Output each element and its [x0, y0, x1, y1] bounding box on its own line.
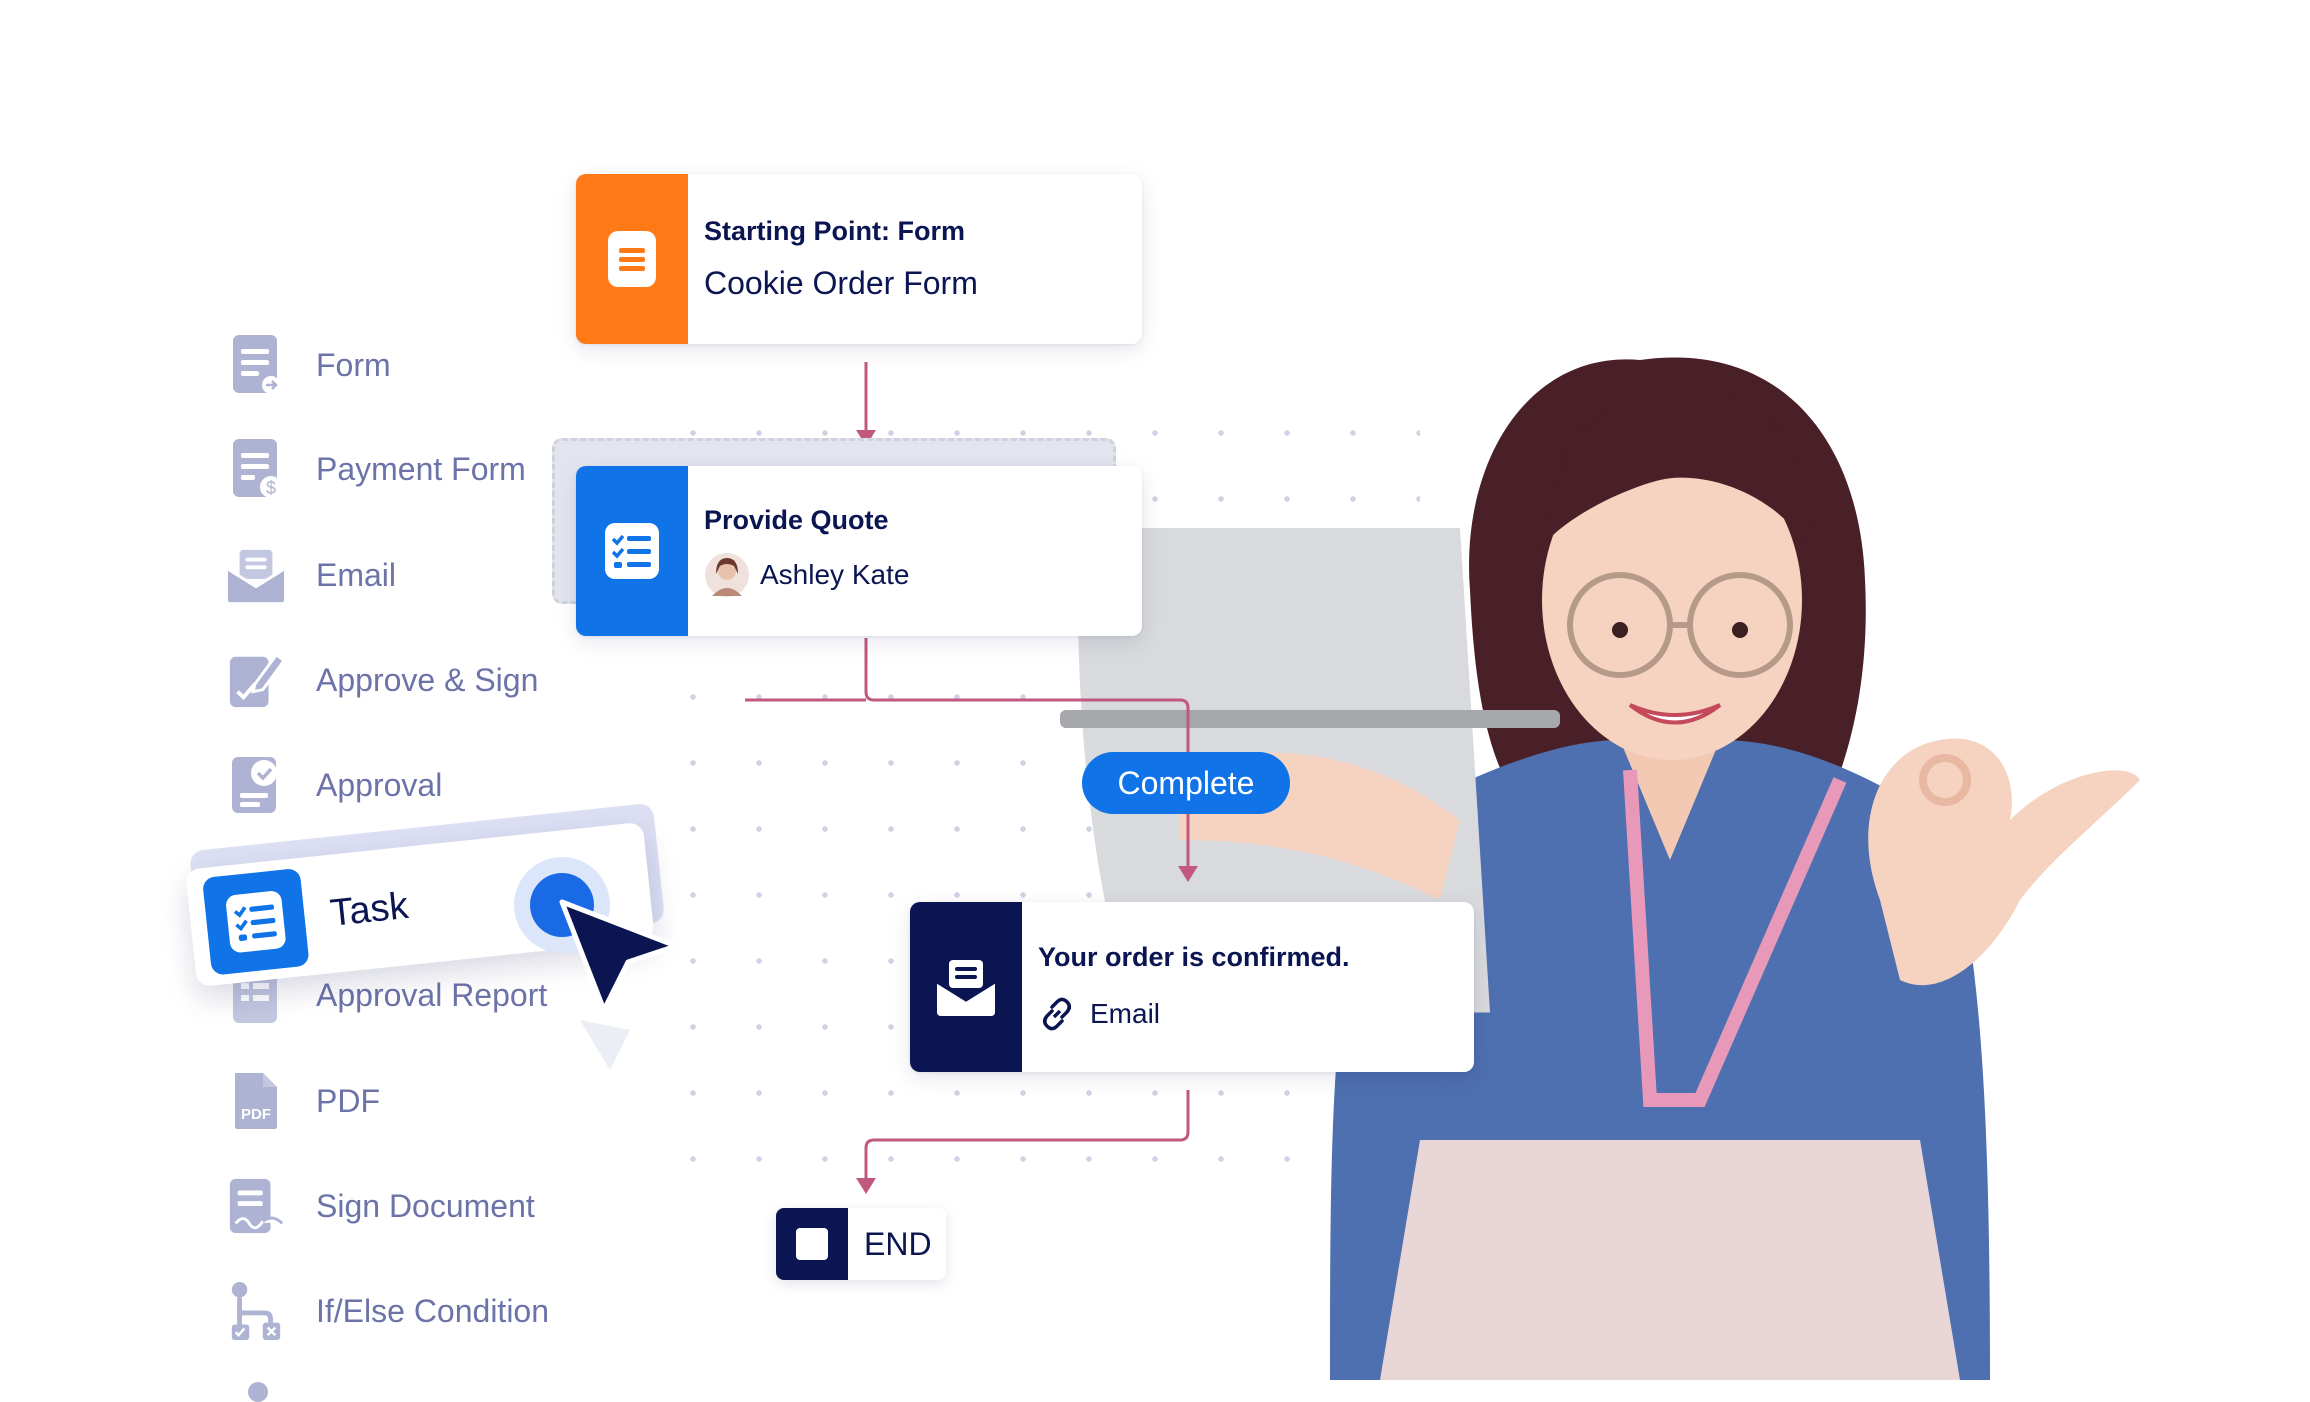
- assignee-name: Ashley Kate: [760, 558, 910, 590]
- sidebar-item-approval[interactable]: Approval: [226, 750, 442, 820]
- start-card-heading: Starting Point: Form: [704, 216, 965, 246]
- svg-text:PDF: PDF: [241, 1106, 271, 1123]
- assignee-row: Ashley Kate: [704, 552, 909, 598]
- sidebar-item-label: Form: [316, 346, 391, 383]
- end-node[interactable]: END: [776, 1208, 946, 1280]
- stop-square-icon: [776, 1208, 848, 1280]
- sidebar-item-email[interactable]: Email: [226, 540, 396, 610]
- sidebar-item-label: Approval: [316, 766, 443, 803]
- svg-text:$: $: [266, 478, 276, 498]
- start-card-band: [576, 174, 688, 344]
- email-link-row[interactable]: Email: [1038, 995, 1350, 1033]
- more-items-indicator: [248, 1382, 268, 1402]
- start-card-title: Cookie Order Form: [704, 265, 978, 301]
- sidebar-item-label: If/Else Condition: [316, 1292, 550, 1329]
- task-label: Task: [328, 884, 411, 935]
- sidebar-item-pdf[interactable]: PDF PDF: [226, 1066, 380, 1136]
- if-else-condition-icon: [226, 1279, 286, 1343]
- person-illustration: [1060, 357, 2140, 1380]
- task-card[interactable]: Task: [185, 821, 655, 988]
- email-card-heading: Your order is confirmed.: [1038, 941, 1350, 972]
- sidebar-item-label: Email: [316, 556, 397, 593]
- quote-card-band: [576, 466, 688, 636]
- sidebar-item-label: Approval Report: [316, 976, 548, 1013]
- sidebar-item-if-else-condition[interactable]: If/Else Condition: [226, 1276, 549, 1346]
- sidebar-item-payment-form[interactable]: $ Payment Form: [226, 434, 526, 504]
- email-confirmation-card[interactable]: Your order is confirmed. Email: [910, 902, 1474, 1072]
- dragged-task-card[interactable]: Task: [184, 802, 666, 999]
- end-label: END: [864, 1225, 932, 1262]
- sign-document-icon: [226, 1174, 286, 1238]
- approve-sign-icon: [226, 648, 286, 712]
- sidebar-item-label: PDF: [316, 1082, 380, 1119]
- task-list-icon: [201, 867, 310, 976]
- payment-form-icon: $: [226, 437, 286, 501]
- link-icon: [1043, 997, 1071, 1030]
- sidebar-item-label: Approve & Sign: [316, 661, 539, 698]
- sidebar-item-label: Payment Form: [316, 450, 526, 487]
- form-document-icon: [608, 231, 656, 287]
- quote-card-heading: Provide Quote: [704, 504, 889, 535]
- sidebar-item-sign-document[interactable]: Sign Document: [226, 1171, 535, 1241]
- pdf-icon: PDF: [226, 1069, 286, 1133]
- cursor-pointer-icon: [514, 857, 679, 1070]
- email-icon: [226, 543, 286, 607]
- start-form-card[interactable]: Starting Point: Form Cookie Order Form: [576, 174, 1142, 344]
- approval-icon: [226, 753, 286, 817]
- sidebar-item-label: Sign Document: [316, 1187, 535, 1224]
- avatar: [705, 552, 749, 597]
- task-list-icon: [605, 523, 659, 579]
- sidebar-item-approve-sign[interactable]: Approve & Sign: [226, 645, 538, 715]
- form-icon: [226, 333, 286, 397]
- provide-quote-card[interactable]: Provide Quote Ashley Kate: [576, 466, 1142, 636]
- branch-complete-label[interactable]: Complete: [1082, 752, 1290, 814]
- email-link-label: Email: [1090, 997, 1161, 1029]
- sidebar-item-form[interactable]: Form: [226, 330, 391, 400]
- email-icon: [936, 960, 996, 1016]
- email-card-band: [910, 902, 1022, 1072]
